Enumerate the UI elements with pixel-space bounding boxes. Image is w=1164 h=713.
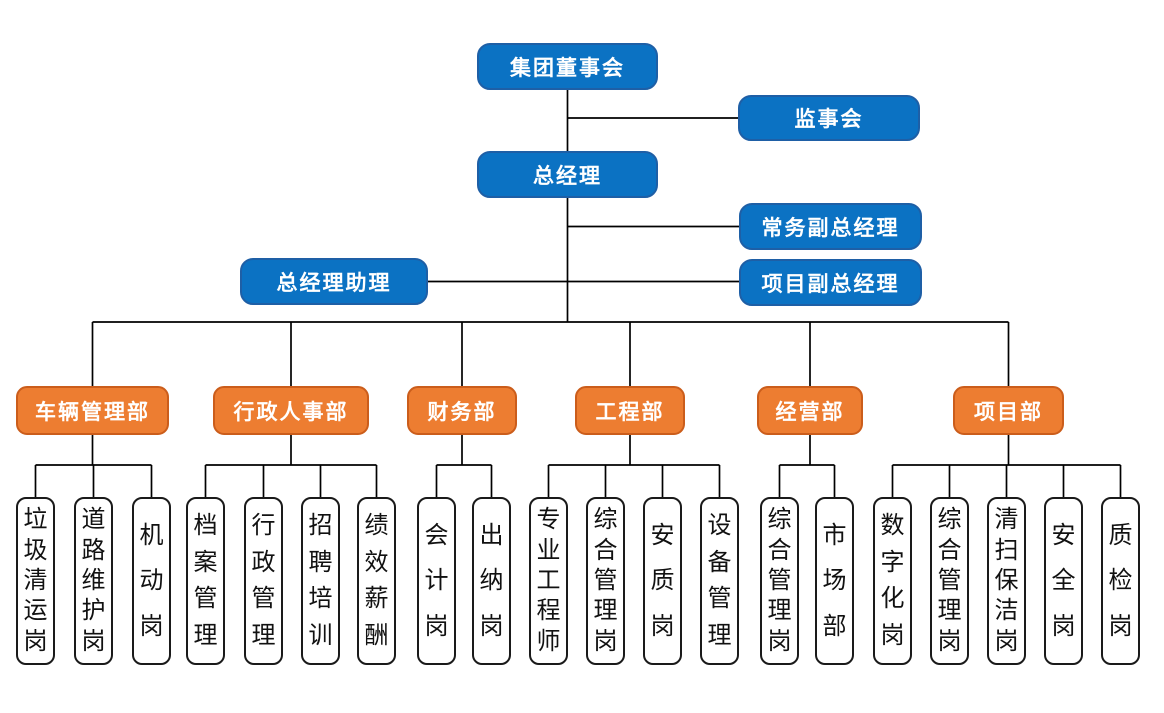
node-project-deputy-gm: 项目副总经理 xyxy=(739,259,922,306)
position-node: 绩效薪酬 xyxy=(357,497,396,665)
position-node: 招聘培训 xyxy=(301,497,340,665)
node-general-manager: 总经理 xyxy=(477,151,658,198)
position-node: 专业工程师 xyxy=(529,497,568,665)
node-executive-deputy-gm: 常务副总经理 xyxy=(739,203,922,250)
node-dept-project: 项目部 xyxy=(953,386,1064,435)
node-gm-assistant: 总经理助理 xyxy=(240,258,428,305)
position-node: 垃圾清运岗 xyxy=(16,497,55,665)
position-node: 会计岗 xyxy=(417,497,456,665)
position-node: 综合管理岗 xyxy=(930,497,969,665)
node-group-board: 集团董事会 xyxy=(477,43,658,90)
position-node: 设备管理 xyxy=(700,497,739,665)
position-node: 市场部 xyxy=(815,497,854,665)
position-node: 综合管理岗 xyxy=(586,497,625,665)
position-node: 综合管理岗 xyxy=(760,497,799,665)
position-node: 机动岗 xyxy=(132,497,171,665)
node-dept-vehicle-management: 车辆管理部 xyxy=(16,386,169,435)
position-node: 安质岗 xyxy=(643,497,682,665)
position-node: 质检岗 xyxy=(1101,497,1140,665)
node-dept-operations: 经营部 xyxy=(757,386,863,435)
node-dept-admin-hr: 行政人事部 xyxy=(213,386,369,435)
position-node: 清扫保洁岗 xyxy=(987,497,1026,665)
node-supervisory-board: 监事会 xyxy=(738,95,920,141)
node-dept-finance: 财务部 xyxy=(407,386,517,435)
node-dept-engineering: 工程部 xyxy=(575,386,685,435)
position-node: 安全岗 xyxy=(1044,497,1083,665)
position-node: 道路维护岗 xyxy=(74,497,113,665)
position-node: 出纳岗 xyxy=(472,497,511,665)
position-node: 数字化岗 xyxy=(873,497,912,665)
position-node: 档案管理 xyxy=(186,497,225,665)
position-node: 行政管理 xyxy=(244,497,283,665)
